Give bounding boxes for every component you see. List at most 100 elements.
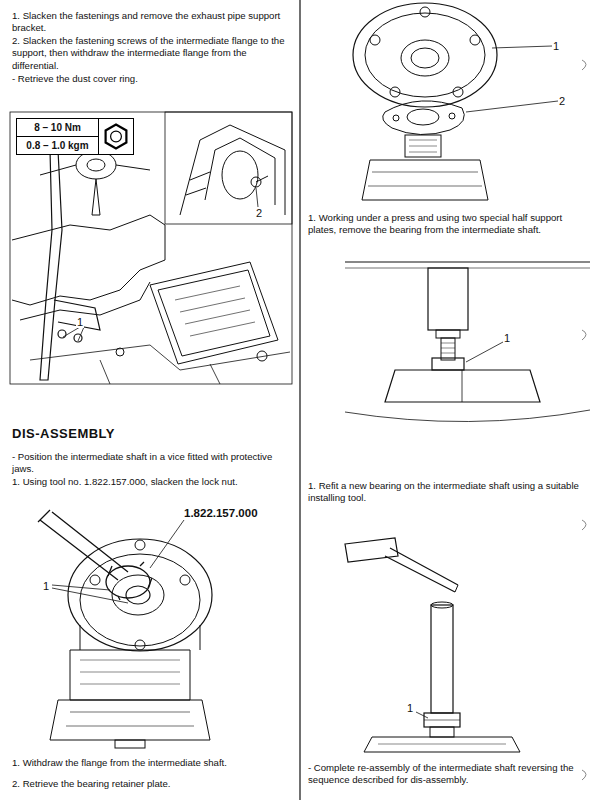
shaft-in-vice <box>362 135 488 200</box>
installing-tool <box>424 602 460 727</box>
intermediate-flange <box>40 151 150 215</box>
flange-plate <box>411 48 439 68</box>
callout-number: 2 <box>558 95 566 107</box>
gearbox-view <box>12 215 165 305</box>
callout-number: 1 <box>503 332 511 344</box>
leader-line <box>63 188 258 341</box>
installing-tool <box>431 602 453 608</box>
detail-inset <box>222 151 258 199</box>
instruction-text: 1. Working under a press and using two s… <box>308 212 586 237</box>
flange-disc <box>126 586 150 604</box>
flange-disc <box>180 575 190 585</box>
special-tool <box>106 566 150 598</box>
hex-symbol <box>106 125 127 149</box>
press <box>441 338 455 360</box>
tool-number: 1.822.157.000 <box>184 507 258 520</box>
detail-inset <box>165 112 292 224</box>
flange-plate <box>390 87 400 97</box>
instruction-text: 1. Refit a new bearing on the intermedia… <box>308 480 586 505</box>
gearbox-view <box>158 270 270 356</box>
leader-line <box>52 520 184 603</box>
binder-marks <box>582 60 586 780</box>
flange-plate <box>453 87 463 97</box>
gearbox-view <box>257 351 267 361</box>
callout-number: 2 <box>255 207 263 219</box>
leader-line <box>150 520 184 568</box>
retainer-plate <box>393 115 399 121</box>
gearbox-view <box>116 348 124 356</box>
vice <box>50 650 210 748</box>
flange-disc <box>135 640 145 650</box>
detail-inset <box>186 172 210 195</box>
torque-value: 0.8 – 1.0 kgm <box>17 136 98 154</box>
binder-marks <box>582 330 586 340</box>
callout-number: 1 <box>76 316 84 328</box>
flange-disc <box>135 540 145 550</box>
section-heading: DIS-ASSEMBLY <box>12 428 115 440</box>
instruction-text: - Retrieve the dust cover ring. <box>12 73 296 85</box>
caption-text: 2. Retrieve the bearing retainer plate. <box>12 778 296 790</box>
press <box>345 261 590 262</box>
gearbox-view <box>100 360 220 384</box>
binder-marks <box>582 520 586 530</box>
torque-box: 8 – 10 Nm0.8 – 1.0 kgm <box>16 118 134 155</box>
leader-line <box>416 712 428 718</box>
leader-line <box>466 342 503 362</box>
retainer-plate <box>449 113 455 119</box>
leader-line <box>78 327 84 341</box>
press <box>432 358 464 370</box>
flange-plate <box>470 35 480 45</box>
gearbox-view <box>10 112 292 384</box>
binder-marks <box>582 60 586 70</box>
hex-symbol <box>111 131 122 142</box>
press <box>441 343 455 353</box>
leader-line <box>63 327 80 337</box>
retainer-plate <box>383 101 465 135</box>
exhaust-support-bracket <box>40 138 100 380</box>
detail-inset <box>205 138 275 205</box>
press <box>385 370 540 402</box>
caption-text: 1. Withdraw the flange from the intermed… <box>12 757 296 769</box>
flange-disc <box>68 539 212 651</box>
callout-number: 1 <box>406 702 414 714</box>
torque-values: 8 – 10 Nm0.8 – 1.0 kgm <box>17 119 98 154</box>
shaft-in-vice <box>405 135 441 157</box>
vice <box>80 660 180 684</box>
leader-line <box>466 46 558 112</box>
retainer-plate <box>383 101 465 135</box>
flange-disc <box>80 625 200 650</box>
flange-disc <box>80 554 200 646</box>
gearbox-view <box>175 286 255 336</box>
torque-value: 8 – 10 Nm <box>17 119 98 136</box>
callout-number: 1 <box>552 40 560 52</box>
shaft-in-vice <box>364 737 520 752</box>
intermediate-flange <box>76 151 116 179</box>
press <box>428 268 468 330</box>
flange-plate <box>401 40 449 76</box>
leader-line <box>256 188 258 207</box>
instruction-text: 1. Slacken the fastenings and remove the… <box>12 10 296 35</box>
gearbox-view <box>150 262 278 364</box>
hammer <box>345 538 458 592</box>
leader-line <box>416 712 428 718</box>
exhaust-support-bracket <box>54 300 100 330</box>
gearbox-view <box>30 345 290 370</box>
callout-number: 1 <box>42 580 50 592</box>
hammer <box>455 585 458 592</box>
vice <box>50 700 210 740</box>
special-tool <box>38 510 152 600</box>
flange-disc <box>112 575 164 615</box>
intermediate-flange <box>92 179 100 215</box>
leader-line <box>466 101 558 112</box>
socket-icon <box>98 119 133 154</box>
intermediate-flange <box>40 165 150 175</box>
shaft-in-vice <box>430 727 454 737</box>
instruction-text: 2. Slacken the fastening screws of the i… <box>12 35 296 72</box>
flange-plate <box>353 3 497 107</box>
vice <box>70 650 190 700</box>
gearbox-view <box>20 282 150 320</box>
press <box>436 330 460 338</box>
instruction-text: - Position the intermediate shaft in a v… <box>12 451 296 476</box>
leader-line <box>466 342 503 362</box>
